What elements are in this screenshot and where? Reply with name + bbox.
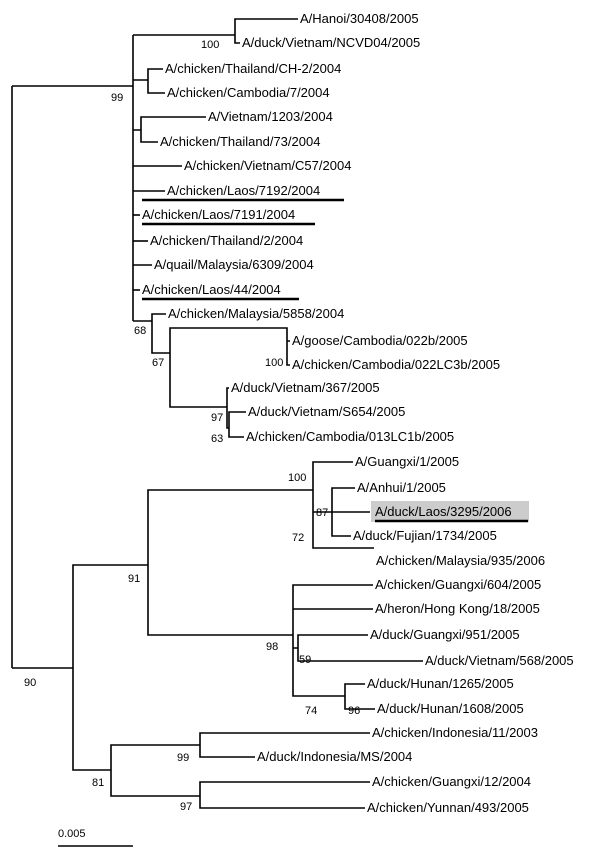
leaf-label: A/duck/Hunan/1608/2005	[377, 701, 524, 716]
leaf-label: A/chicken/Cambodia/7/2004	[167, 85, 330, 100]
bootstrap-values: 100 99 68 67 100 97 63 100 87 72 91 98 5…	[24, 39, 360, 813]
leaf-label: A/duck/Guangxi/951/2005	[370, 627, 520, 642]
branch-hanoi-group	[133, 18, 298, 44]
leaf-label: A/chicken/Thailand/73/2004	[160, 134, 320, 149]
bootstrap-value: 100	[265, 357, 283, 369]
branch-vietnam-thailand	[133, 116, 206, 143]
bootstrap-value: 99	[111, 92, 123, 104]
leaf-label: A/duck/Hunan/1265/2005	[367, 676, 514, 691]
leaf-label: A/duck/Vietnam/NCVD04/2005	[242, 35, 420, 50]
leaf-label: A/chicken/Indonesia/11/2003	[372, 725, 538, 740]
bootstrap-value: 87	[316, 507, 328, 519]
leaf-label: A/goose/Cambodia/022b/2005	[292, 333, 468, 348]
leaf-label: A/quail/Malaysia/6309/2004	[154, 257, 314, 272]
leaf-label: A/heron/Hong Kong/18/2005	[375, 601, 540, 616]
bootstrap-value: 97	[211, 412, 223, 424]
bootstrap-value: 59	[299, 654, 311, 666]
leaf-label-underlined: A/chicken/Laos/7192/2004	[167, 183, 320, 198]
tree-branches	[11, 18, 423, 847]
bootstrap-value: 72	[292, 532, 304, 544]
leaf-label: A/chicken/Thailand/CH-2/2004	[165, 61, 341, 76]
branch-clade-68	[133, 313, 170, 354]
leaf-label: A/chicken/Vietnam/C57/2004	[184, 158, 351, 173]
bootstrap-value: 68	[134, 325, 146, 337]
bootstrap-value: 74	[305, 705, 317, 717]
leaf-label-highlighted: A/duck/Laos/3295/2006	[375, 504, 512, 519]
bootstrap-value: 96	[348, 705, 360, 717]
bootstrap-value: 100	[288, 472, 306, 484]
branch-clade-67	[169, 327, 290, 408]
branch-thai-cambodia	[133, 68, 165, 94]
bootstrap-value: 98	[266, 641, 278, 653]
branch-clade-98	[292, 584, 423, 697]
leaf-label: A/chicken/Guangxi/604/2005	[375, 577, 541, 592]
leaf-label: A/chicken/Malaysia/5858/2004	[168, 306, 344, 321]
bootstrap-value: 63	[211, 433, 223, 445]
branch-clade2	[12, 564, 148, 771]
branch-indonesia	[199, 732, 370, 758]
leaf-label: A/chicken/Cambodia/022LC3b/2005	[292, 357, 500, 372]
bootstrap-value: 81	[92, 777, 104, 789]
branch-clade1	[12, 35, 134, 321]
leaf-labels: A/Hanoi/30408/2005 A/duck/Vietnam/NCVD04…	[142, 11, 574, 815]
leaf-label: A/duck/Fujian/1734/2005	[353, 528, 497, 543]
branch-clade-74	[344, 683, 375, 710]
bootstrap-value: 91	[128, 573, 140, 585]
leaf-label: A/chicken/Yunnan/493/2005	[367, 800, 529, 815]
bootstrap-value: 100	[201, 39, 219, 51]
leaf-label: A/duck/Vietnam/568/2005	[425, 653, 574, 668]
branch-clade-100-guangxi	[312, 461, 374, 549]
leaf-label: A/duck/Vietnam/S654/2005	[248, 404, 405, 419]
branch-clade-91	[147, 489, 313, 636]
bootstrap-value: 99	[177, 752, 189, 764]
bootstrap-value: 97	[180, 801, 192, 813]
leaf-label: A/chicken/Guangxi/12/2004	[372, 774, 531, 789]
leaf-label: A/Guangxi/1/2005	[355, 454, 459, 469]
leaf-label: A/Hanoi/30408/2005	[300, 11, 419, 26]
bootstrap-value: 67	[152, 357, 164, 369]
leaf-label: A/duck/Vietnam/367/2005	[231, 380, 380, 395]
branch-clade-81	[110, 744, 200, 797]
leaf-label: A/chicken/Malaysia/935/2006	[376, 553, 545, 568]
leaf-label-underlined: A/chicken/Laos/7191/2004	[142, 207, 295, 222]
leaf-label: A/chicken/Cambodia/013LC1b/2005	[246, 429, 454, 444]
highlight-box-laos-3295	[371, 501, 529, 522]
leaf-label: A/duck/Indonesia/MS/2004	[257, 749, 412, 764]
branch-china-97	[199, 781, 370, 809]
leaf-label: A/chicken/Thailand/2/2004	[150, 233, 303, 248]
leaf-label: A/Vietnam/1203/2004	[208, 109, 333, 124]
bootstrap-value: 90	[24, 677, 36, 689]
leaf-label-underlined: A/chicken/Laos/44/2004	[142, 282, 281, 297]
scale-bar-label: 0.005	[58, 828, 86, 840]
branch-clade-97	[226, 387, 246, 438]
leaf-label: A/Anhui/1/2005	[357, 480, 446, 495]
